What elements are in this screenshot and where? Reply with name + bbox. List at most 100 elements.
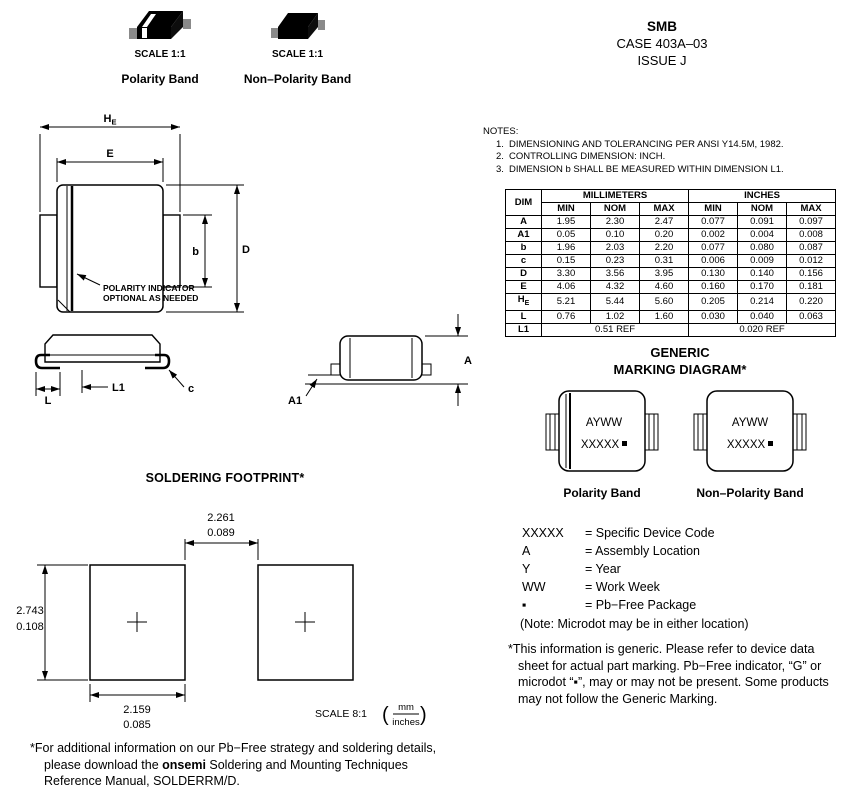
width-in-label: 0.085 [123, 719, 151, 731]
height-dimension: 2.743 0.108 [16, 564, 88, 681]
end-body-outline [339, 335, 423, 381]
case-number: CASE 403A–03 [616, 36, 708, 51]
e-dimension: E [56, 148, 164, 182]
footer-note-brand: onsemi [162, 757, 206, 772]
polarity-callout: POLARITY INDICATOR OPTIONAL AS NEEDED [76, 273, 198, 303]
dim-table-cell: 0.077 [688, 241, 739, 255]
note-number: 1. [496, 138, 504, 150]
dim-table-cell: 0.012 [786, 254, 837, 268]
dim-table-cell: 0.006 [688, 254, 739, 268]
col-header: MIN [688, 202, 739, 216]
dim-table-cell: 0.020 REF [688, 322, 837, 337]
dim-table-cell: 0.002 [688, 228, 739, 242]
a1-dimension: A1 [288, 378, 318, 407]
dim-table-cell: 2.47 [638, 215, 690, 229]
soldering-footprint-drawing: 2.261 0.089 2.743 0.108 2.159 0.085 SCAL… [16, 512, 427, 731]
dim-table-cell: 1.02 [590, 309, 640, 324]
dim-label-a: A [464, 355, 472, 367]
he-sub: E [111, 118, 116, 127]
dim-table-cell: 0.097 [786, 215, 837, 229]
dim-table-cell: 2.30 [590, 215, 640, 229]
dim-label-c: c [188, 383, 194, 395]
dim-table-cell: 5.21 [541, 293, 591, 311]
legend-row: A= Assembly Location [522, 542, 822, 560]
legend-desc: = Year [585, 562, 621, 576]
chip-tab-left [545, 413, 560, 451]
dim-label-e: E [106, 148, 113, 160]
marking-disclaimer: *This information is generic. Please ref… [508, 642, 829, 706]
body-side-face [307, 13, 318, 39]
dim-table-cell: A [505, 215, 542, 229]
col-header: MAX [638, 202, 690, 216]
unit-inches-label: inches [392, 717, 420, 728]
dim-table-cell: 2.20 [638, 241, 690, 255]
dim-table-cell: 0.077 [688, 215, 739, 229]
dim-column-header: DIM [505, 189, 542, 216]
gap-in-label: 0.089 [207, 527, 235, 539]
dim-table-cell: 1.96 [541, 241, 591, 255]
legend-row: WW= Work Week [522, 578, 822, 596]
dim-table-cell: c [505, 254, 542, 268]
chip-body [558, 390, 646, 472]
dim-table-cell: 0.170 [737, 280, 788, 294]
a-dimension: A [425, 314, 472, 406]
marking-polarity-label: Polarity Band [563, 486, 641, 500]
body-front-face [277, 27, 308, 39]
legend-desc: = Assembly Location [585, 544, 700, 558]
l-dimension: L [35, 372, 61, 407]
side-lead-left [34, 353, 60, 370]
issue-revision: ISSUE J [637, 53, 687, 68]
end-lead-left [330, 363, 341, 376]
dim-table-cell: 4.60 [638, 280, 690, 294]
body-top-face [277, 13, 318, 27]
footprint-scale-note: SCALE 8:1 ( mm inches ) [315, 702, 427, 728]
inches-group-header: INCHES [688, 189, 837, 203]
width-mm-label: 2.159 [123, 704, 151, 716]
polarity-callout-line2: OPTIONAL AS NEEDED [103, 293, 198, 303]
polarity-hatch [57, 299, 71, 313]
polarity-callout-line1: POLARITY INDICATOR [103, 283, 195, 293]
dim-table-cell: 5.44 [590, 293, 640, 311]
package-3d-polarity-icon [129, 11, 191, 39]
col-header: MIN [541, 202, 591, 216]
marking-chip-non-polarity: AYWW XXXXX [693, 390, 807, 472]
non-polarity-band-label: Non–Polarity Band [243, 72, 352, 86]
dim-table-cell: 1.95 [541, 215, 591, 229]
side-lead-right [145, 353, 171, 370]
dim-table-cell: 0.004 [737, 228, 788, 242]
dim-table-cell: 3.95 [638, 267, 690, 281]
scale-label: SCALE 1:1 [271, 49, 324, 60]
gap-dimension: 2.261 0.089 [184, 512, 259, 560]
legend-row: Y= Year [522, 560, 822, 578]
dim-table-cell: 0.05 [541, 228, 591, 242]
note-number: 2. [496, 151, 504, 162]
dim-table-cell: 0.181 [786, 280, 837, 294]
dim-table-cell: 1.60 [638, 309, 690, 324]
dim-table-cell: b [505, 241, 542, 255]
dim-table-cell: 4.32 [590, 280, 640, 294]
notes-block: NOTES: 1.DIMENSIONING AND TOLERANCING PE… [483, 126, 828, 176]
note-item: 2.CONTROLLING DIMENSION: INCH. [483, 151, 828, 164]
dim-table-cell: 0.130 [688, 267, 739, 281]
terminal-right [162, 214, 181, 288]
dim-label-d: D [242, 244, 250, 256]
footer-note: *For additional information on our Pb−Fr… [30, 740, 438, 790]
soldering-footprint-title: SOLDERING FOOTPRINT* [145, 471, 305, 485]
marking-title-line2: MARKING DIAGRAM* [613, 362, 747, 377]
polarity-band-stripe [142, 14, 156, 27]
note-number: 3. [496, 163, 504, 175]
dim-table-cell: 0.080 [737, 241, 788, 255]
gap-mm-label: 2.261 [207, 512, 235, 524]
footer-note-post: Soldering and Mounting Techniques Refere… [44, 757, 408, 789]
polarity-band-stripe-front [142, 28, 147, 38]
polarity-band-label: Polarity Band [121, 72, 199, 86]
legend-row: ▪= Pb−Free Package [522, 596, 822, 614]
legend-row: XXXXX= Specific Device Code [522, 524, 822, 542]
dim-table-cell: 0.160 [688, 280, 739, 294]
